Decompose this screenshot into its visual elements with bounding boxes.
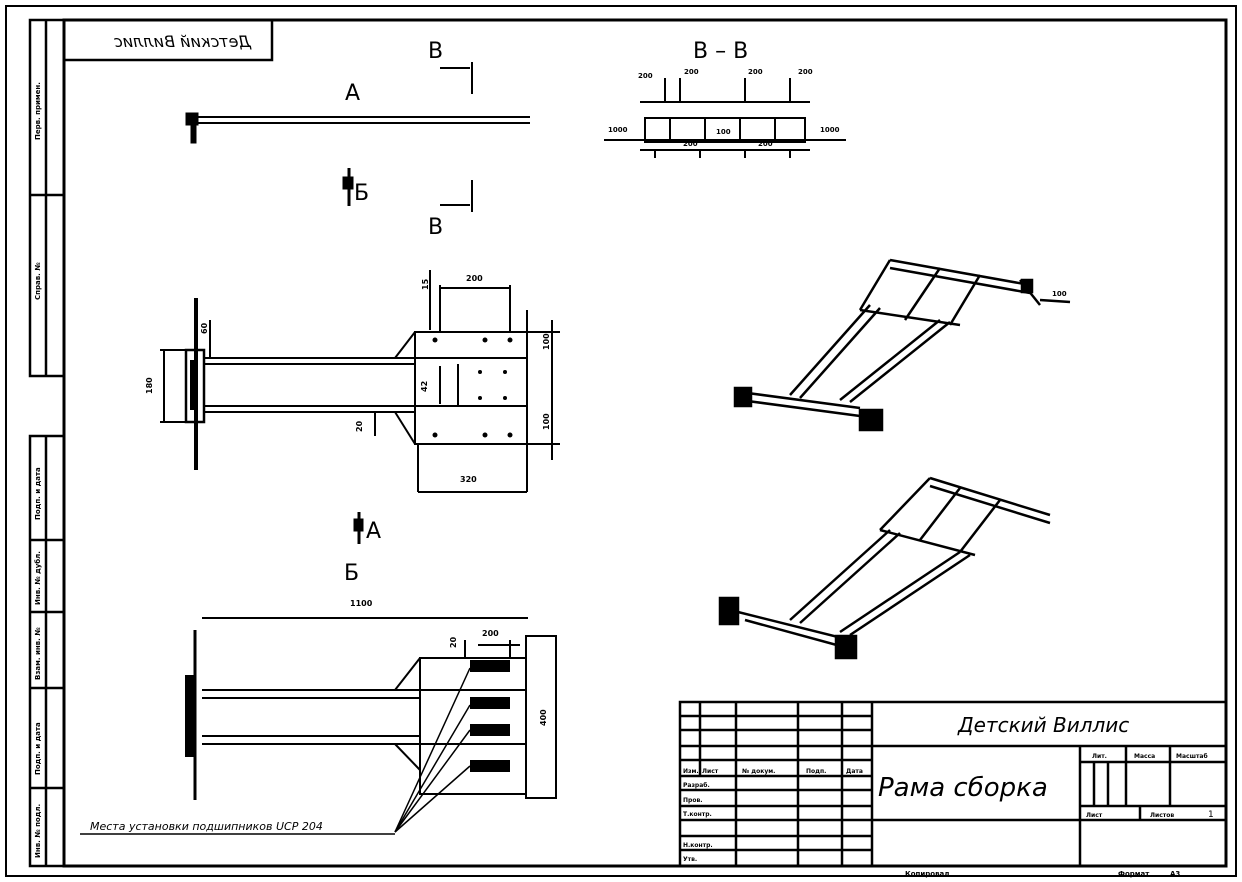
outer-frame: [5, 5, 1237, 877]
view-b-marker: [342, 168, 354, 206]
section-v-label-bottom: В: [428, 215, 443, 240]
lit-header: Лит.: [1092, 753, 1107, 760]
dim-b-400: 400: [539, 709, 548, 726]
mass-header: Масса: [1134, 753, 1155, 760]
view-a-geometry: [185, 112, 530, 144]
view-a-marker: [353, 512, 364, 544]
dim-100-a: 100: [542, 333, 551, 350]
dim-320: 320: [460, 475, 477, 484]
scale-header: Масштаб: [1176, 753, 1208, 760]
strip-cell-3: Подп. и дата: [34, 467, 42, 520]
head-izm: Изм.: [683, 768, 699, 775]
role-utv: Утв.: [683, 856, 697, 863]
note-leaders: [80, 667, 471, 835]
strip-cell-2: Справ. №: [34, 262, 42, 300]
view-a-label: А: [345, 81, 360, 106]
dim-vv-low-3: 200: [758, 140, 773, 148]
dim-60: 60: [200, 322, 209, 334]
footer-copied: Копировал: [905, 870, 949, 878]
dim-42: 42: [420, 381, 429, 392]
project-name: Детский Виллис: [957, 713, 1129, 737]
section-vv-label: В – В: [693, 39, 748, 64]
head-podp: Подп.: [806, 768, 826, 775]
view-b-label: Б: [344, 561, 359, 586]
bearings-note: Места установки подшипников UCP 204: [90, 820, 323, 833]
plan-view-dims: 180 60 15 200 42 20 100 100 320: [145, 274, 551, 484]
dim-b-1100: 1100: [350, 599, 373, 608]
role-nkontr: Н.контр.: [683, 842, 713, 849]
dim-100-b: 100: [542, 413, 551, 430]
iso-view-2: [718, 476, 1051, 660]
section-v-marks: [440, 62, 473, 212]
head-list: Лист: [702, 768, 719, 775]
head-date: Дата: [846, 768, 863, 775]
dim-vv-4: 200: [798, 68, 813, 76]
role-razrab: Разраб.: [683, 782, 710, 789]
dim-vv-2: 200: [684, 68, 699, 76]
iso-dim: 100: [1052, 290, 1067, 298]
dim-20-a: 20: [355, 420, 364, 432]
strip-cell-7: Инв. № подл.: [34, 804, 42, 858]
dim-b-20: 20: [449, 636, 458, 648]
dim-b-200: 200: [482, 629, 499, 638]
role-prov: Пров.: [683, 797, 703, 804]
inner-frame: [62, 18, 1228, 868]
top-title-box: [62, 18, 274, 62]
top-title-mirrored: Детский Виллис: [114, 32, 252, 51]
role-tkontr: Т.контр.: [683, 811, 712, 818]
strip-cell-4: Инв. № дубл.: [34, 551, 42, 605]
dim-vv-low-1: 200: [683, 140, 698, 148]
plan-view-bolts: [190, 337, 513, 438]
strip-cell-1: Перв. примен.: [34, 82, 42, 140]
head-doc: № докум.: [742, 768, 775, 775]
section-vv-dims: 200 200 200 200 1000 1000 200 100 200: [608, 68, 840, 148]
view-b-marker-label: Б: [354, 181, 369, 206]
dim-vv-side-r: 1000: [820, 126, 840, 134]
title-block-lines: [678, 700, 1228, 868]
section-vv-geometry: [604, 78, 846, 158]
dim-vv-low-2: 100: [716, 128, 731, 136]
strip-cell-6: Подп. и дата: [34, 722, 42, 775]
dim-200: 200: [466, 274, 483, 283]
sheets-label: Листов: [1150, 812, 1174, 819]
drawing-name: Рама сборка: [878, 773, 1048, 803]
strip-cell-5: Взам. инв. №: [34, 627, 42, 680]
footer-format-label: Формат: [1118, 870, 1150, 878]
sheets-value: 1: [1208, 810, 1214, 820]
dim-15: 15: [421, 278, 430, 290]
section-v-label-top: В: [428, 39, 443, 64]
sheet-label: Лист: [1086, 812, 1103, 819]
view-b-bearings: [470, 660, 510, 772]
title-block-texts: Детский Виллис Рама сборка Изм. Лист № д…: [683, 713, 1214, 878]
dim-vv-side-l: 1000: [608, 126, 628, 134]
view-a-marker-label: А: [366, 519, 381, 544]
dim-180: 180: [145, 377, 154, 394]
footer-format-value: A3: [1170, 870, 1180, 878]
view-b-geometry: [185, 617, 557, 800]
left-strip: [28, 18, 66, 868]
left-strip-labels: Перв. примен. Справ. № Подп. и дата Инв.…: [34, 82, 42, 858]
view-b-dims: 1100 200 20 400: [350, 599, 548, 726]
plan-view-geometry: [160, 270, 560, 493]
iso-view-1: [733, 258, 1071, 432]
dim-vv-3: 200: [748, 68, 763, 76]
dim-vv-1: 200: [638, 72, 653, 80]
